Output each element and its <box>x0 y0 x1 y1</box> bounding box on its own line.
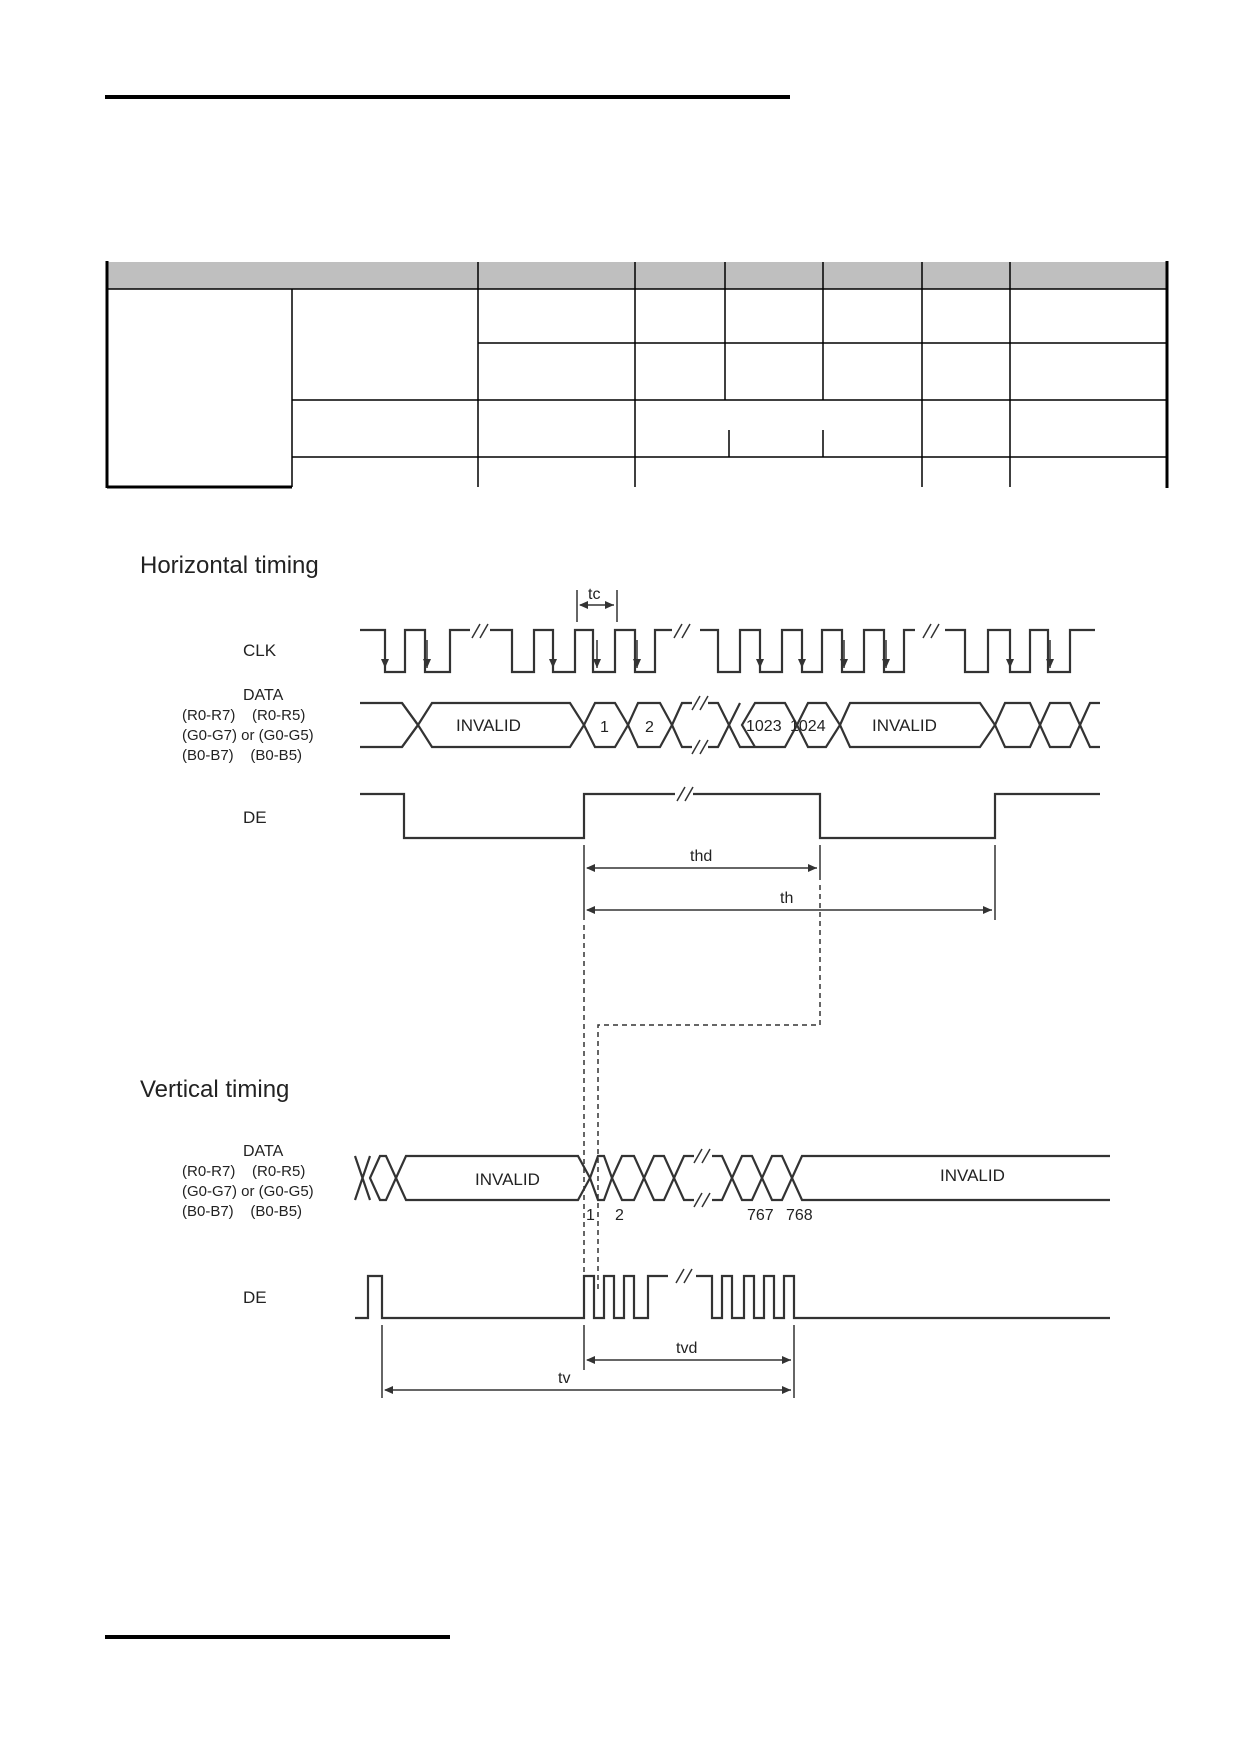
h-de-label: DE <box>243 808 267 827</box>
v-de-waveform: tvd tv <box>355 1268 1110 1398</box>
clk-waveform: tc <box>360 586 1095 674</box>
v-line-2: 2 <box>615 1207 624 1224</box>
h-cell-1: 1 <box>600 719 609 736</box>
vertical-title: Vertical timing <box>140 1076 289 1103</box>
v-bus-row-2: (G0-G7) or (G0-G5) <box>182 1183 314 1200</box>
h-cell-2: 2 <box>645 719 654 736</box>
th-label: th <box>780 890 793 907</box>
clk-label: CLK <box>243 641 277 660</box>
h-bus-row-3: (B0-B7) (B0-B5) <box>182 747 302 764</box>
v-line-768: 768 <box>786 1207 813 1224</box>
v-data-waveform: INVALID INVALID 1 2 767 768 <box>353 1148 1110 1224</box>
header-rule <box>105 95 790 99</box>
h-cell-1024: 1024 <box>790 718 826 735</box>
h-cell-1023: 1023 <box>746 718 782 735</box>
tc-label: tc <box>588 586 600 603</box>
h-de-waveform: thd th <box>360 786 1100 920</box>
v-de-label: DE <box>243 1288 267 1307</box>
connector-lines <box>583 885 821 1290</box>
v-line-1: 1 <box>586 1207 595 1224</box>
h-data-waveform: INVALID 1 2 1023 1024 INVALID <box>360 695 1100 755</box>
tvd-label: tvd <box>676 1340 697 1357</box>
v-data-label: DATA <box>243 1143 284 1160</box>
v-cell-invalid-1: INVALID <box>475 1170 540 1189</box>
h-cell-invalid-2: INVALID <box>872 716 937 735</box>
tv-label: tv <box>558 1370 570 1387</box>
thd-label: thd <box>690 848 712 865</box>
h-bus-row-2: (G0-G7) or (G0-G5) <box>182 727 314 744</box>
v-bus-row-3: (B0-B7) (B0-B5) <box>182 1203 302 1220</box>
spec-table <box>105 261 1169 489</box>
h-data-label: DATA <box>243 687 284 704</box>
v-bus-row-1: (R0-R7) (R0-R5) <box>182 1163 305 1180</box>
v-cell-invalid-2: INVALID <box>940 1166 1005 1185</box>
horizontal-title: Horizontal timing <box>140 552 319 579</box>
h-cell-invalid-1: INVALID <box>456 716 521 735</box>
h-bus-row-1: (R0-R7) (R0-R5) <box>182 707 305 724</box>
footer-rule <box>105 1635 450 1639</box>
v-line-767: 767 <box>747 1207 774 1224</box>
